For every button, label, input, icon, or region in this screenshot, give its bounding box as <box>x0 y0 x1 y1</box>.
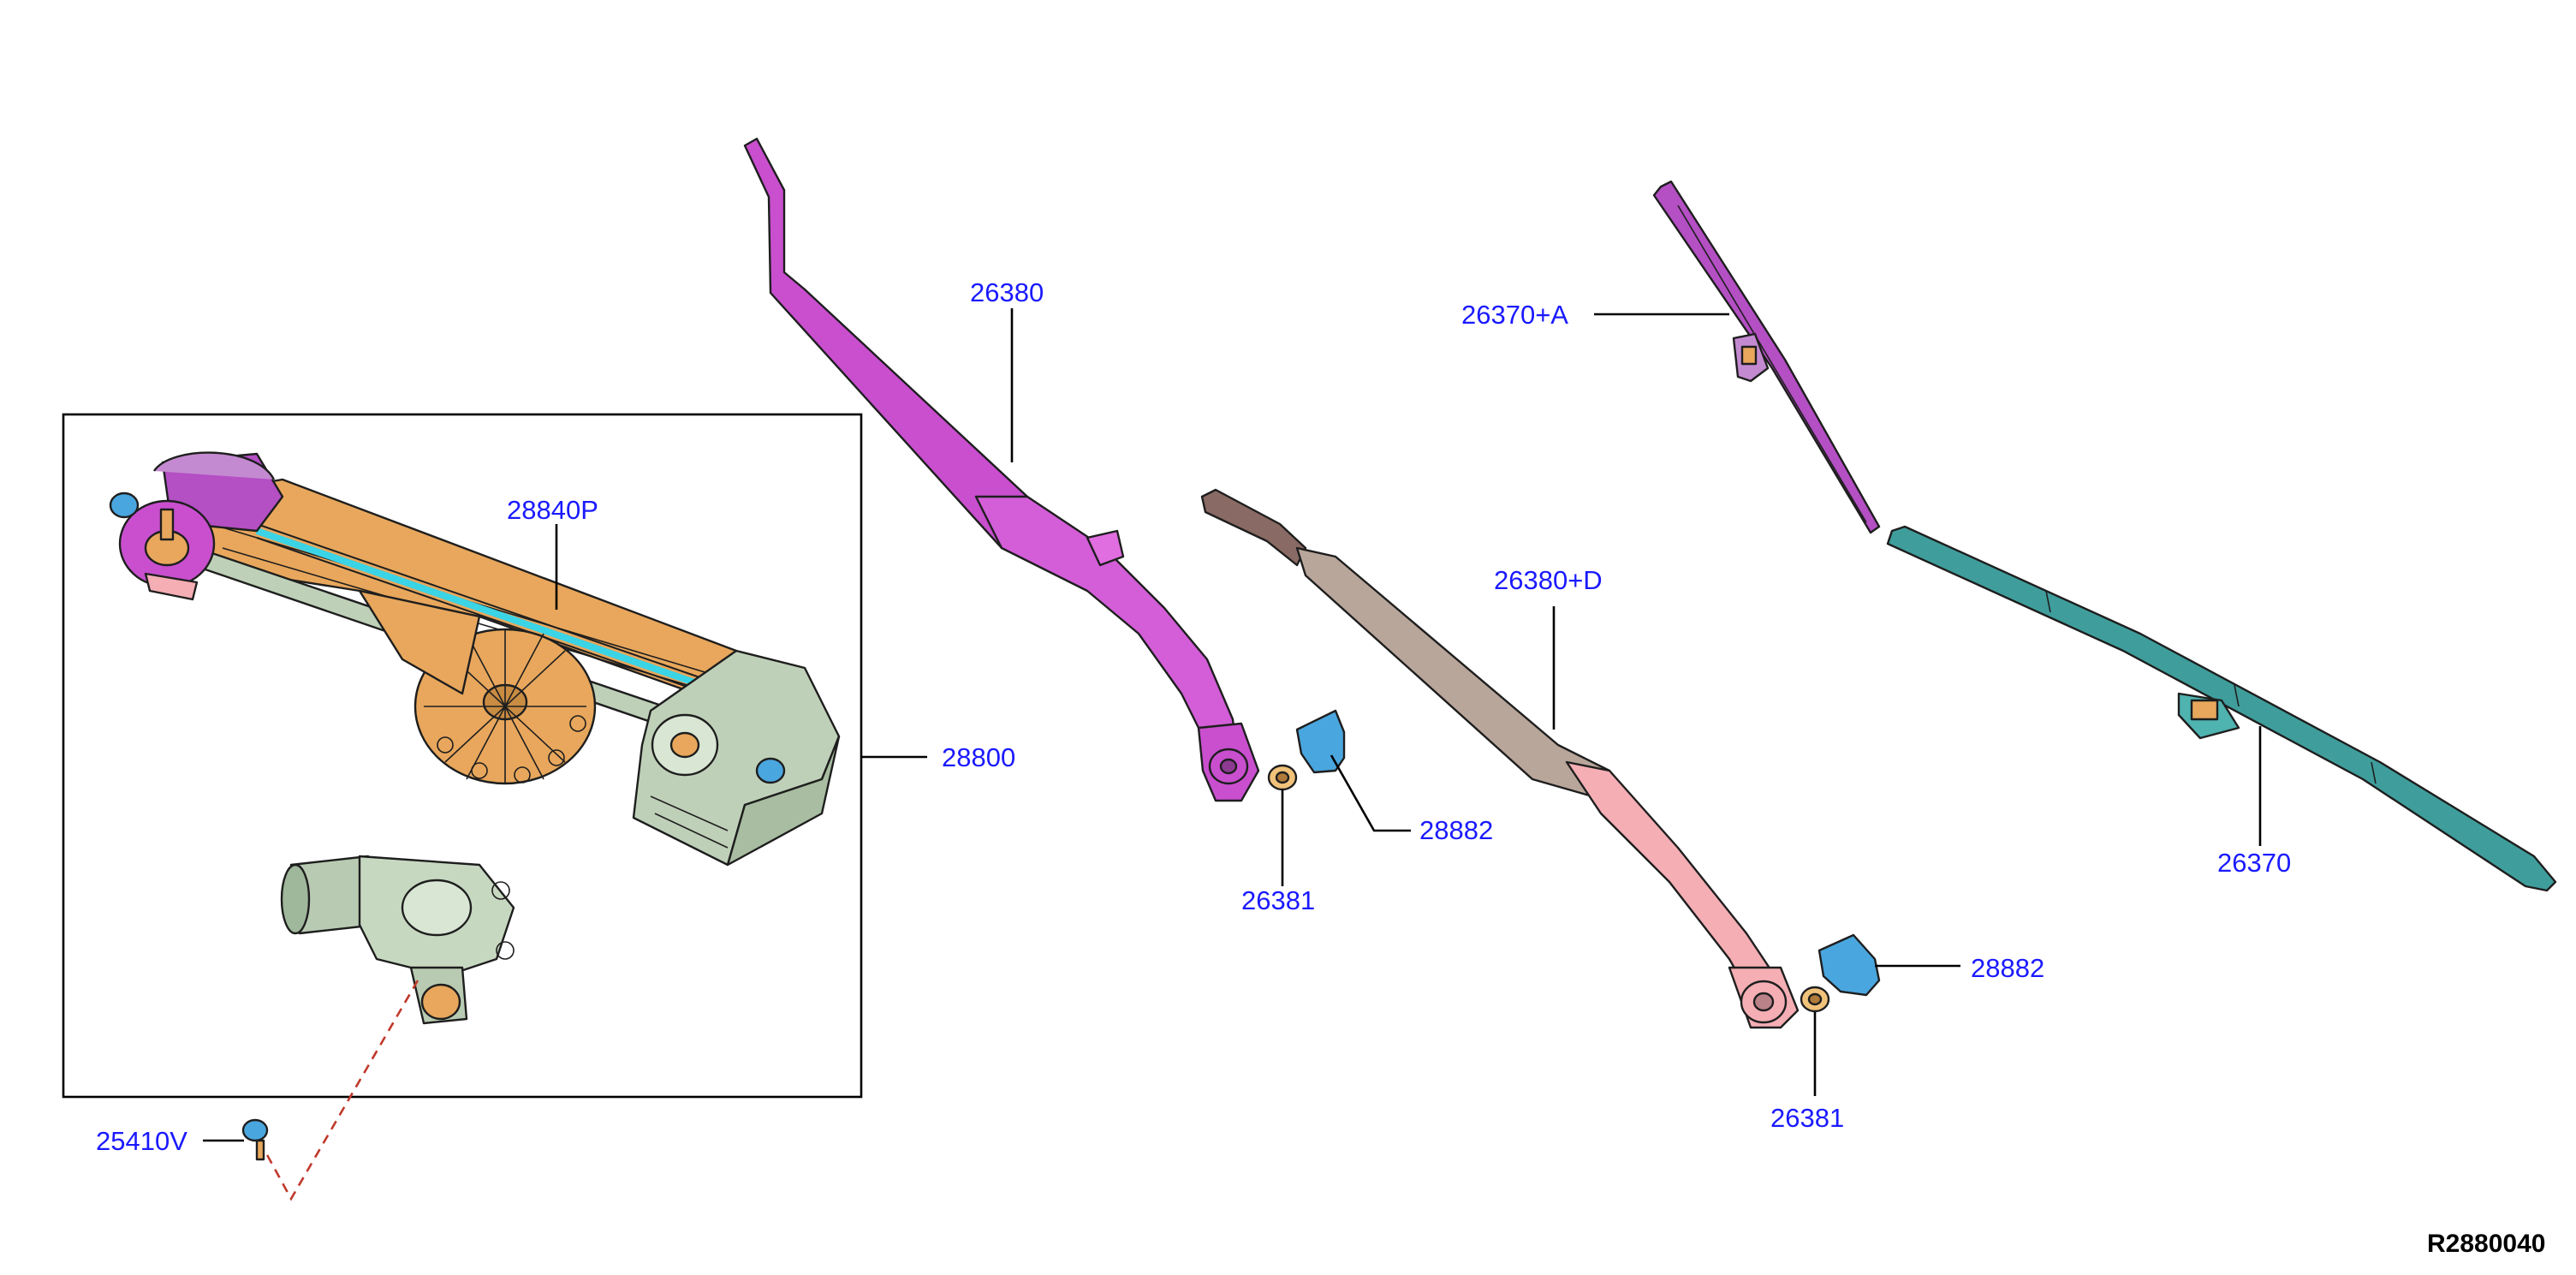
callout-25410v: 25410V <box>96 1126 187 1156</box>
callout-26380d: 26380+D <box>1494 565 1603 595</box>
linkage-assembly-frame <box>62 413 863 1099</box>
cap-right <box>1817 933 1881 997</box>
right-pivot-housing <box>632 649 841 867</box>
left-pivot <box>109 451 284 601</box>
diagram-reference-code: R2880040 <box>2427 1230 2545 1258</box>
wiper-blade-driver <box>1886 525 2557 892</box>
wiper-linkage-illustration <box>109 451 841 867</box>
callout-26381-right: 26381 <box>1770 1103 1844 1133</box>
callout-26380: 26380 <box>970 277 1044 307</box>
nut-right <box>1800 986 1830 1013</box>
leader-28882-left <box>1330 754 1411 832</box>
nut-left <box>1267 764 1298 791</box>
callout-28840p: 28840P <box>507 495 598 525</box>
callout-26370a: 26370+A <box>1461 300 1568 330</box>
cap-left <box>1295 709 1346 774</box>
callout-26381-left: 26381 <box>1241 885 1315 915</box>
callout-28800: 28800 <box>942 742 1015 772</box>
callout-28882-right: 28882 <box>1971 953 2044 983</box>
callout-26370: 26370 <box>2217 848 2291 878</box>
linkage-rod <box>255 527 704 688</box>
wiper-motor <box>280 855 515 1025</box>
wiper-arm-right <box>1200 488 1800 1029</box>
bolt-25410v <box>241 1118 269 1161</box>
wiper-blade-passenger <box>1652 180 1881 534</box>
wiper-arm-left <box>743 137 1260 802</box>
callout-28882-left: 28882 <box>1419 815 1493 845</box>
bolt-guide-dashed <box>264 980 419 1201</box>
